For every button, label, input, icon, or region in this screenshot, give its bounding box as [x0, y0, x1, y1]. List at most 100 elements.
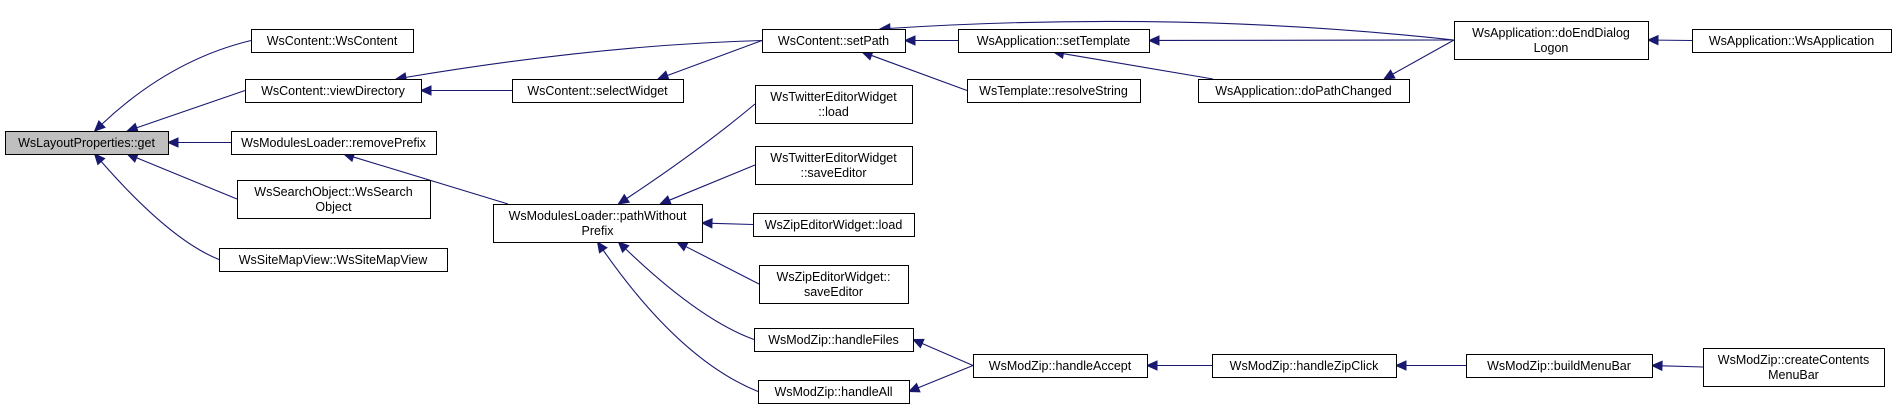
node-viewdirectory[interactable]: WsContent::viewDirectory — [245, 79, 422, 103]
node-twitter_save[interactable]: WsTwitterEditorWidget::saveEditor — [755, 146, 913, 185]
node-label: WsTwitterEditorWidget — [770, 151, 897, 165]
node-box — [237, 180, 431, 219]
arrowhead — [93, 153, 106, 166]
node-buildmenubar[interactable]: WsModZip::buildMenuBar — [1466, 354, 1653, 378]
node-zip_save[interactable]: WsZipEditorWidget::saveEditor — [759, 265, 909, 304]
node-label: WsApplication::WsApplication — [1709, 34, 1874, 48]
node-label: WsZipEditorWidget:: — [777, 270, 891, 284]
node-label: WsApplication::doEndDialog — [1472, 26, 1630, 40]
node-root[interactable]: WsLayoutProperties::get — [5, 131, 169, 155]
node-box — [1454, 21, 1649, 60]
node-box — [219, 248, 448, 272]
node-box — [1212, 354, 1397, 378]
node-label: MenuBar — [1768, 368, 1819, 382]
node-label: WsContent::viewDirectory — [261, 84, 406, 98]
edge-resolvestring-to-setpath — [871, 54, 968, 92]
node-box — [755, 146, 913, 185]
node-handlefiles[interactable]: WsModZip::handleFiles — [754, 328, 914, 352]
node-label: Prefix — [582, 224, 615, 238]
node-label: WsApplication::setTemplate — [977, 34, 1131, 48]
node-box — [1692, 29, 1892, 53]
node-label: ::load — [818, 105, 849, 119]
node-zip_load[interactable]: WsZipEditorWidget::load — [753, 213, 915, 237]
arrowhead — [617, 241, 630, 254]
node-handleall[interactable]: WsModZip::handleAll — [758, 380, 910, 404]
node-label: WsApplication::doPathChanged — [1215, 84, 1392, 98]
node-dopathchanged[interactable]: WsApplication::doPathChanged — [1198, 79, 1410, 103]
node-box — [973, 354, 1148, 378]
node-label: WsModulesLoader::pathWithout — [509, 209, 687, 223]
node-label: WsModZip::handleFiles — [768, 333, 899, 347]
node-label: saveEditor — [804, 285, 863, 299]
node-label: WsLayoutProperties::get — [18, 136, 155, 150]
node-handleaccept[interactable]: WsModZip::handleAccept — [973, 354, 1148, 378]
node-box — [958, 29, 1150, 53]
node-label: WsModZip::handleZipClick — [1230, 359, 1379, 373]
node-label: WsTwitterEditorWidget — [770, 90, 897, 104]
edge-twitter_save-to-pathwithout — [669, 164, 756, 201]
node-box — [5, 131, 169, 155]
arrowhead — [419, 85, 432, 96]
arrowhead — [1646, 34, 1659, 46]
node-selectwidget[interactable]: WsContent::selectWidget — [512, 79, 684, 103]
edge-zip_save-to-pathwithout — [685, 246, 760, 285]
node-box — [762, 29, 906, 53]
arrowhead — [907, 382, 921, 393]
node-label: WsZipEditorWidget::load — [765, 218, 903, 232]
node-label: WsModZip::handleAccept — [989, 359, 1132, 373]
edge-wscontent_ctor-to-root — [101, 39, 252, 125]
edge-handleall-to-pathwithout — [602, 249, 759, 393]
node-label: WsContent::selectWidget — [527, 84, 668, 98]
node-wsapplication_ctor[interactable]: WsApplication::WsApplication — [1692, 29, 1892, 53]
arrowhead — [93, 119, 106, 132]
node-label: Logon — [1534, 41, 1569, 55]
arrowhead — [1394, 360, 1407, 371]
node-box — [251, 29, 414, 53]
edge-dopathchanged-to-settemplate — [1063, 53, 1214, 80]
node-box — [231, 131, 437, 155]
edge-sitemapview-to-root — [100, 161, 220, 261]
node-searchobject[interactable]: WsSearchObject::WsSearchObject — [237, 180, 431, 219]
node-wscontent_ctor[interactable]: WsContent::WsContent — [251, 29, 414, 53]
node-label: WsSiteMapView::WsSiteMapView — [239, 253, 428, 267]
node-settemplate[interactable]: WsApplication::setTemplate — [958, 29, 1150, 53]
node-removeprefix[interactable]: WsModulesLoader::removePrefix — [231, 131, 437, 155]
node-handlezipclick[interactable]: WsModZip::handleZipClick — [1212, 354, 1397, 378]
node-label: WsSearchObject::WsSearch — [254, 185, 412, 199]
node-sitemapview[interactable]: WsSiteMapView::WsSiteMapView — [219, 248, 448, 272]
node-box — [754, 328, 914, 352]
edge-setpath-to-viewdirectory — [405, 39, 763, 78]
arrowhead — [911, 338, 925, 349]
edge-handleaccept-to-handleall — [918, 364, 974, 389]
edge-doenddialog-to-dopathchanged — [1392, 39, 1455, 75]
node-label: WsContent::setPath — [778, 34, 889, 48]
arrowhead — [126, 122, 139, 133]
node-label: WsModulesLoader::removePrefix — [241, 136, 427, 150]
node-box — [753, 213, 915, 237]
node-box — [755, 85, 913, 124]
arrowhead — [675, 241, 689, 252]
edge-searchobject-to-root — [136, 157, 238, 200]
arrowhead — [1650, 360, 1663, 372]
node-label: WsModZip::createContents — [1718, 353, 1869, 367]
node-twitter_load[interactable]: WsTwitterEditorWidget::load — [755, 85, 913, 124]
arrowhead — [656, 70, 670, 81]
node-box — [759, 265, 909, 304]
node-box — [512, 79, 684, 103]
arrowhead — [1382, 69, 1396, 80]
arrowhead — [1145, 360, 1158, 371]
node-resolvestring[interactable]: WsTemplate::resolveString — [967, 79, 1141, 103]
arrowhead — [903, 35, 916, 46]
edge-createcontents-to-buildmenubar — [1661, 365, 1704, 368]
node-box — [1466, 354, 1653, 378]
edge-handleaccept-to-handlefiles — [921, 342, 974, 367]
node-label: ::saveEditor — [800, 166, 866, 180]
node-label: WsModZip::buildMenuBar — [1487, 359, 1631, 373]
nodes-layer: WsLayoutProperties::get WsContent::WsCont… — [5, 21, 1892, 404]
arrowhead — [1147, 35, 1160, 46]
node-setpath[interactable]: WsContent::setPath — [762, 29, 906, 53]
